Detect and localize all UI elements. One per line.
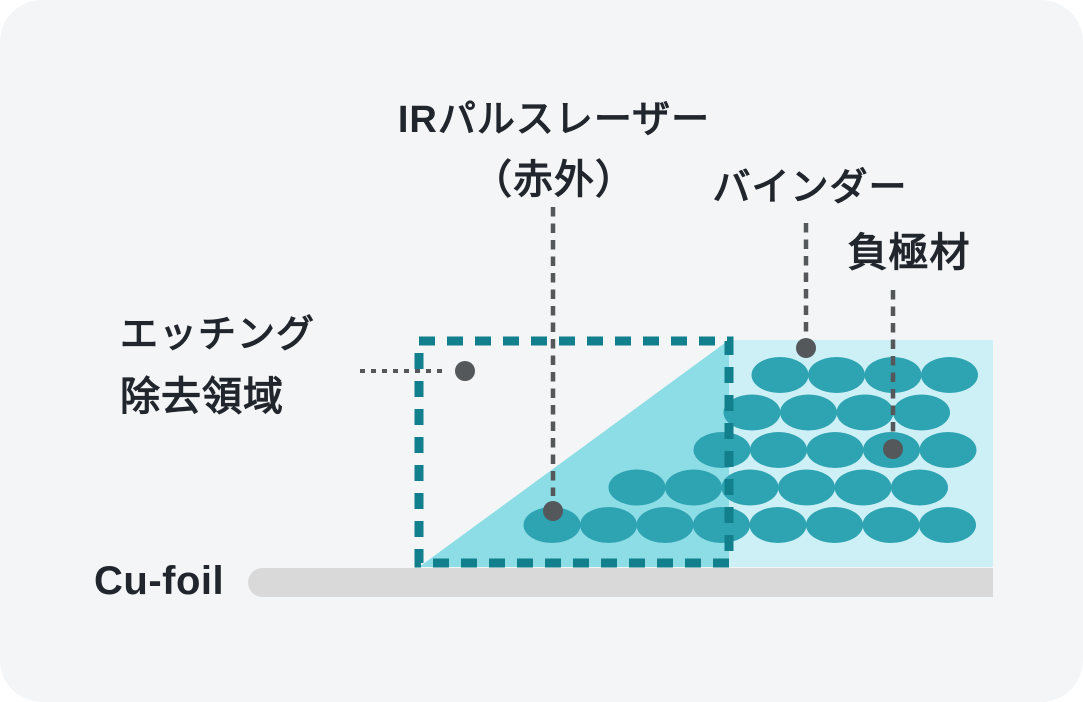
particle: [862, 507, 920, 543]
particle: [836, 394, 894, 431]
particle: [891, 469, 948, 506]
particle: [693, 507, 750, 543]
binder-leader-dot: [796, 338, 816, 358]
particle: [636, 507, 694, 543]
particle: [919, 507, 976, 543]
particle: [834, 469, 892, 506]
particle: [778, 469, 835, 506]
particle: [721, 469, 779, 506]
anode-label: 負極材: [847, 231, 971, 275]
particle: [751, 357, 809, 393]
etch-label: エッチング 除去領域: [120, 314, 316, 419]
ir-laser-leader-dot: [543, 501, 563, 521]
etch-label-line1: エッチング: [120, 314, 316, 356]
binder-label: バインダー: [712, 167, 908, 209]
particle: [693, 432, 751, 468]
particle: [808, 357, 865, 393]
cu-foil-bar: [248, 568, 994, 597]
particle: [893, 394, 950, 431]
particle: [806, 507, 863, 543]
ir-laser-label: IRパルスレーザー （赤外）: [397, 99, 711, 202]
anode-leader-dot: [883, 439, 903, 459]
ir-laser-label-line2: （赤外）: [472, 157, 636, 202]
cu-foil-label: Cu-foil: [94, 559, 225, 603]
leader-lines: [360, 207, 903, 521]
particle: [780, 394, 837, 431]
particle: [523, 507, 581, 543]
particle: [919, 432, 977, 468]
etch-label-line2: 除去領域: [120, 374, 284, 419]
particle: [665, 469, 722, 506]
particle: [608, 469, 666, 506]
particle: [580, 507, 637, 543]
particle: [806, 432, 864, 468]
particle: [749, 507, 807, 543]
etch-leader-dot: [455, 361, 475, 381]
particle: [921, 357, 978, 393]
particle: [723, 394, 781, 431]
ir-laser-label-line1: IRパルスレーザー: [397, 99, 711, 141]
etching-region-box: [414, 336, 734, 568]
particle: [750, 432, 807, 468]
